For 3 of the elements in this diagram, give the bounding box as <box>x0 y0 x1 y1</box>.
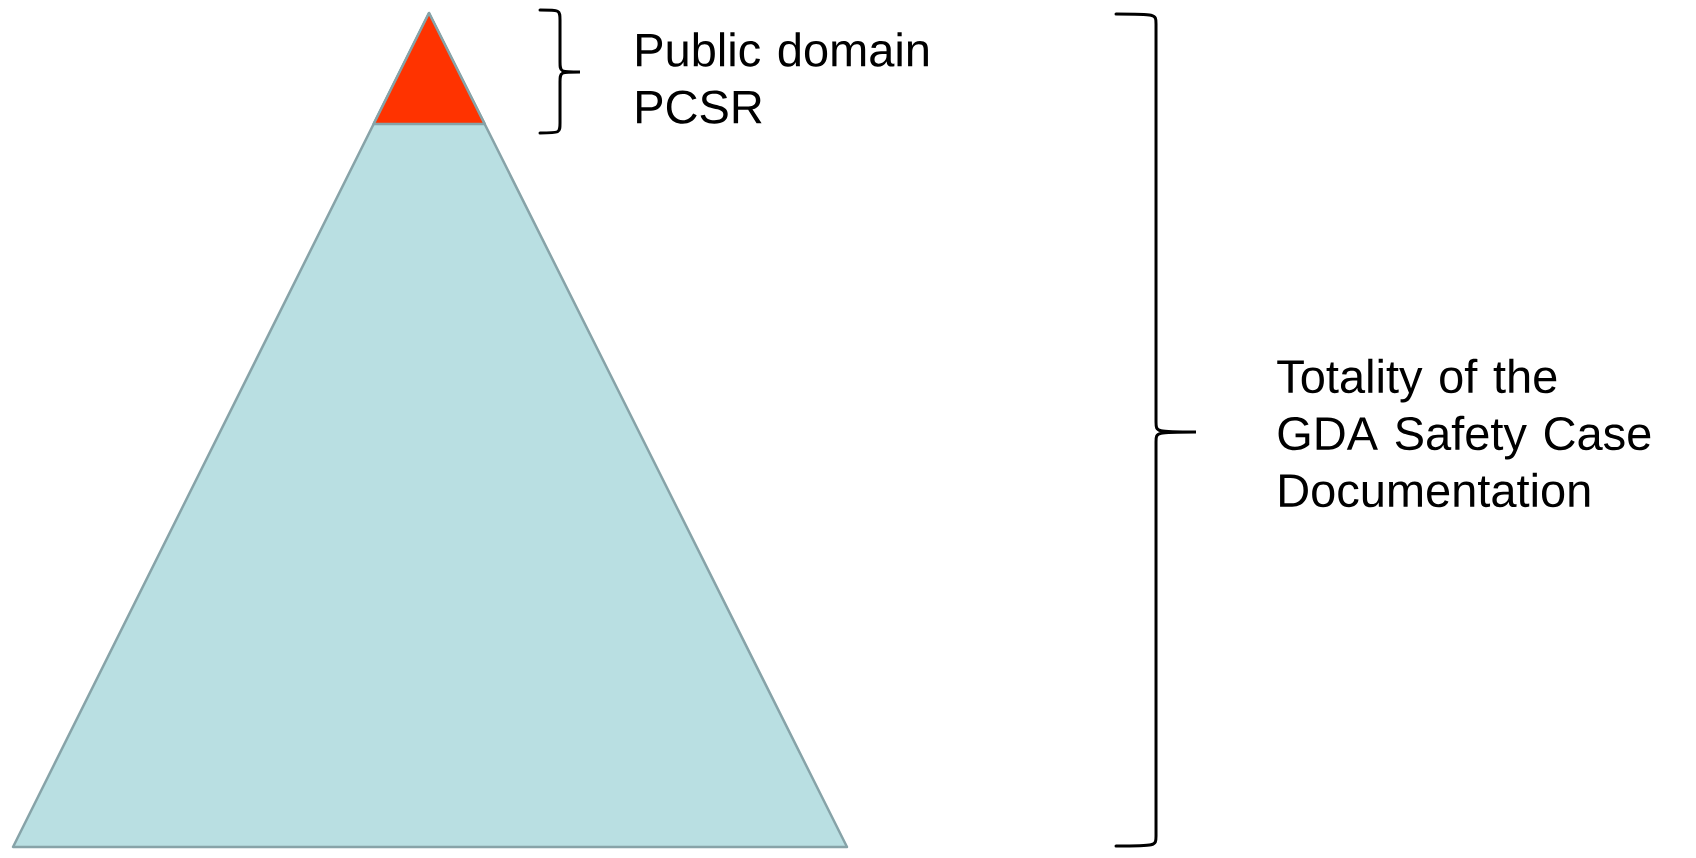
triangle-tip <box>372 11 486 126</box>
label: Public domain PCSR <box>637 32 928 124</box>
label: Totality of the GDA Safety Case Documentation <box>1277 358 1651 508</box>
